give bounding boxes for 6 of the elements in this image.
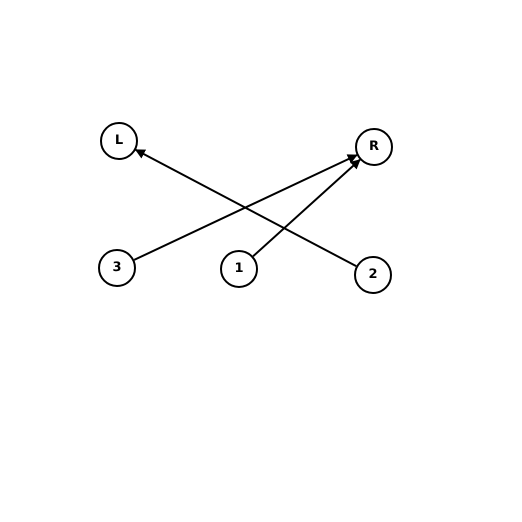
node-label: L (114, 132, 124, 150)
node-label: 2 (368, 266, 378, 284)
arrow (252, 159, 361, 257)
node-label: 3 (112, 259, 122, 278)
node-label: R (368, 138, 379, 156)
node-label: 1 (234, 260, 244, 278)
